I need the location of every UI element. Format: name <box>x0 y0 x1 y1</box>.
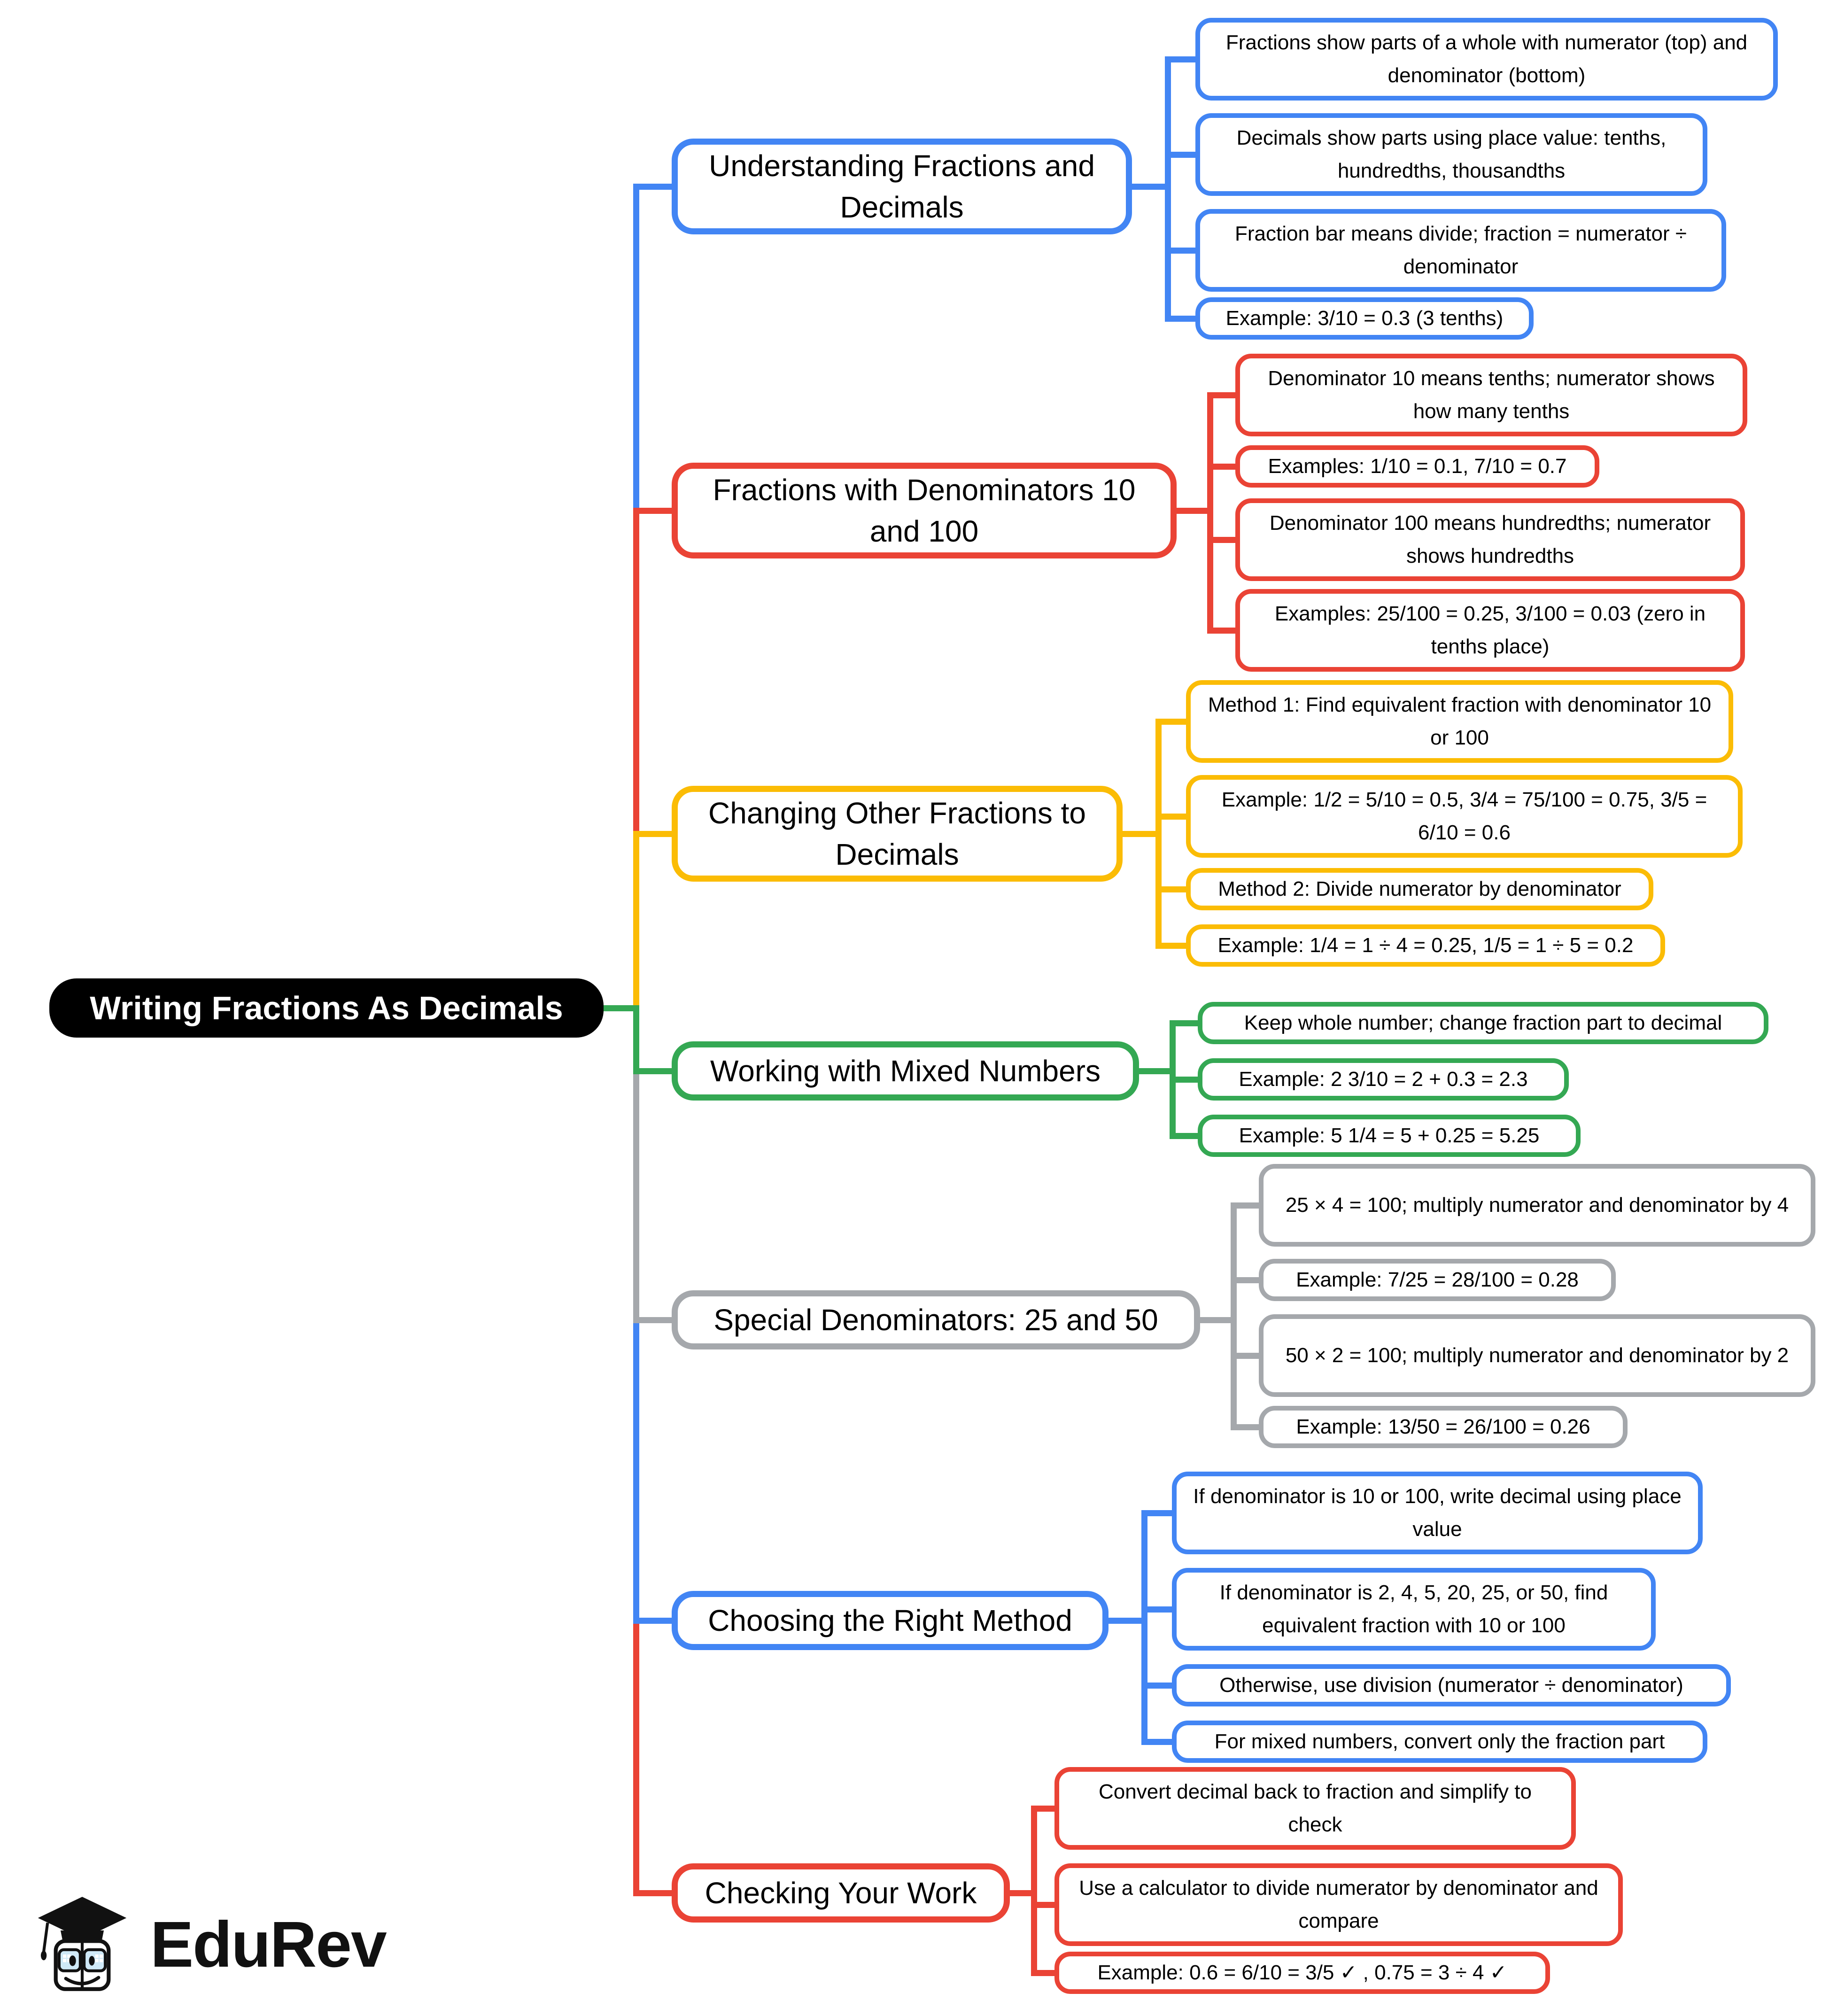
title-leaf-connector <box>1104 1618 1147 1624</box>
trunk-segment <box>633 831 639 1011</box>
branch-title-node: Special Denominators: 25 and 50 <box>672 1290 1200 1349</box>
root-connector <box>599 1005 636 1011</box>
branch-subtrunk <box>1155 719 1162 948</box>
leaf-node: 25 × 4 = 100; multiply numerator and den… <box>1259 1164 1815 1247</box>
title-leaf-connector <box>1118 831 1162 837</box>
branch-stub <box>633 831 676 837</box>
leaf-stub <box>1155 943 1195 949</box>
leaf-node: 50 × 2 = 100; multiply numerator and den… <box>1259 1314 1815 1397</box>
leaf-node: Example: 2 3/10 = 2 + 0.3 = 2.3 <box>1198 1058 1569 1101</box>
branch-stub <box>633 1890 676 1896</box>
leaf-stub <box>1141 1606 1181 1613</box>
leaf-node: Method 1: Find equivalent fraction with … <box>1186 680 1733 763</box>
leaf-stub <box>1165 316 1205 322</box>
branch-subtrunk <box>1031 1806 1037 1976</box>
leaf-node: Example: 3/10 = 0.3 (3 tenths) <box>1195 297 1534 340</box>
title-leaf-connector <box>1005 1890 1037 1896</box>
leaf-stub <box>1141 1739 1181 1745</box>
leaf-node: Examples: 1/10 = 0.1, 7/10 = 0.7 <box>1235 445 1599 488</box>
leaf-node: If denominator is 10 or 100, write decim… <box>1172 1472 1703 1554</box>
branch-stub <box>633 1068 676 1074</box>
leaf-node: Decimals show parts using place value: t… <box>1195 113 1707 196</box>
leaf-node: Otherwise, use division (numerator ÷ den… <box>1172 1664 1731 1706</box>
branch-title-node: Fractions with Denominators 10 and 100 <box>672 463 1177 558</box>
leaf-stub <box>1155 814 1195 820</box>
trunk-segment <box>633 1317 639 1623</box>
trunk-segment <box>633 1005 639 1074</box>
leaf-node: Convert decimal back to fraction and sim… <box>1054 1767 1576 1850</box>
branch-title-node: Choosing the Right Method <box>672 1591 1109 1650</box>
leaf-node: If denominator is 2, 4, 5, 20, 25, or 50… <box>1172 1568 1656 1651</box>
leaf-stub <box>1165 248 1205 254</box>
edurev-mascot-icon <box>33 1893 132 1996</box>
branch-subtrunk <box>1231 1202 1237 1430</box>
leaf-node: Examples: 25/100 = 0.25, 3/100 = 0.03 (z… <box>1235 589 1745 672</box>
branch-title-node: Changing Other Fractions to Decimals <box>672 786 1123 882</box>
leaf-node: Keep whole number; change fraction part … <box>1198 1002 1768 1044</box>
branch-subtrunk <box>1141 1510 1147 1745</box>
trunk-segment <box>633 508 639 834</box>
leaf-node: Use a calculator to divide numerator by … <box>1054 1863 1623 1946</box>
edurev-brand-text: EduRev <box>150 1908 387 1981</box>
leaf-stub <box>1155 886 1195 892</box>
leaf-node: Example: 5 1/4 = 5 + 0.25 = 5.25 <box>1198 1115 1581 1157</box>
leaf-node: Example: 1/4 = 1 ÷ 4 = 0.25, 1/5 = 1 ÷ 5… <box>1186 924 1665 967</box>
leaf-stub <box>1141 1510 1181 1516</box>
leaf-stub <box>1141 1683 1181 1689</box>
title-leaf-connector <box>1127 184 1171 190</box>
leaf-node: Fractions show parts of a whole with num… <box>1195 18 1778 101</box>
leaf-stub <box>1155 719 1195 725</box>
title-leaf-connector <box>1195 1317 1237 1323</box>
leaf-node: Example: 7/25 = 28/100 = 0.28 <box>1259 1259 1616 1301</box>
leaf-node: Example: 1/2 = 5/10 = 0.5, 3/4 = 75/100 … <box>1186 775 1743 858</box>
branch-stub <box>633 1317 676 1323</box>
leaf-stub <box>1165 152 1205 158</box>
edurev-logo: EduRev <box>33 1893 387 1996</box>
leaf-node: For mixed numbers, convert only the frac… <box>1172 1721 1707 1763</box>
leaf-stub <box>1165 56 1205 62</box>
branch-subtrunk <box>1207 392 1213 633</box>
branch-title-node: Working with Mixed Numbers <box>672 1041 1139 1101</box>
trunk-segment <box>633 184 639 511</box>
branch-subtrunk <box>1165 56 1171 321</box>
trunk-segment <box>633 1068 639 1323</box>
branch-title-node: Checking Your Work <box>672 1863 1010 1923</box>
leaf-node: Denominator 100 means hundredths; numera… <box>1235 498 1745 581</box>
leaf-node: Fraction bar means divide; fraction = nu… <box>1195 209 1726 292</box>
title-leaf-connector <box>1172 508 1213 514</box>
trunk-segment <box>633 1618 639 1896</box>
leaf-node: Denominator 10 means tenths; numerator s… <box>1235 354 1747 436</box>
branch-stub <box>633 184 676 190</box>
leaf-node: Method 2: Divide numerator by denominato… <box>1186 868 1653 910</box>
root-node: Writing Fractions As Decimals <box>49 978 604 1038</box>
branch-stub <box>633 508 676 514</box>
branch-stub <box>633 1618 676 1624</box>
leaf-node: Example: 0.6 = 6/10 = 3/5 ✓ , 0.75 = 3 ÷… <box>1054 1952 1550 1994</box>
branch-title-node: Understanding Fractions and Decimals <box>672 139 1132 234</box>
leaf-node: Example: 13/50 = 26/100 = 0.26 <box>1259 1406 1628 1448</box>
title-leaf-connector <box>1134 1068 1176 1074</box>
